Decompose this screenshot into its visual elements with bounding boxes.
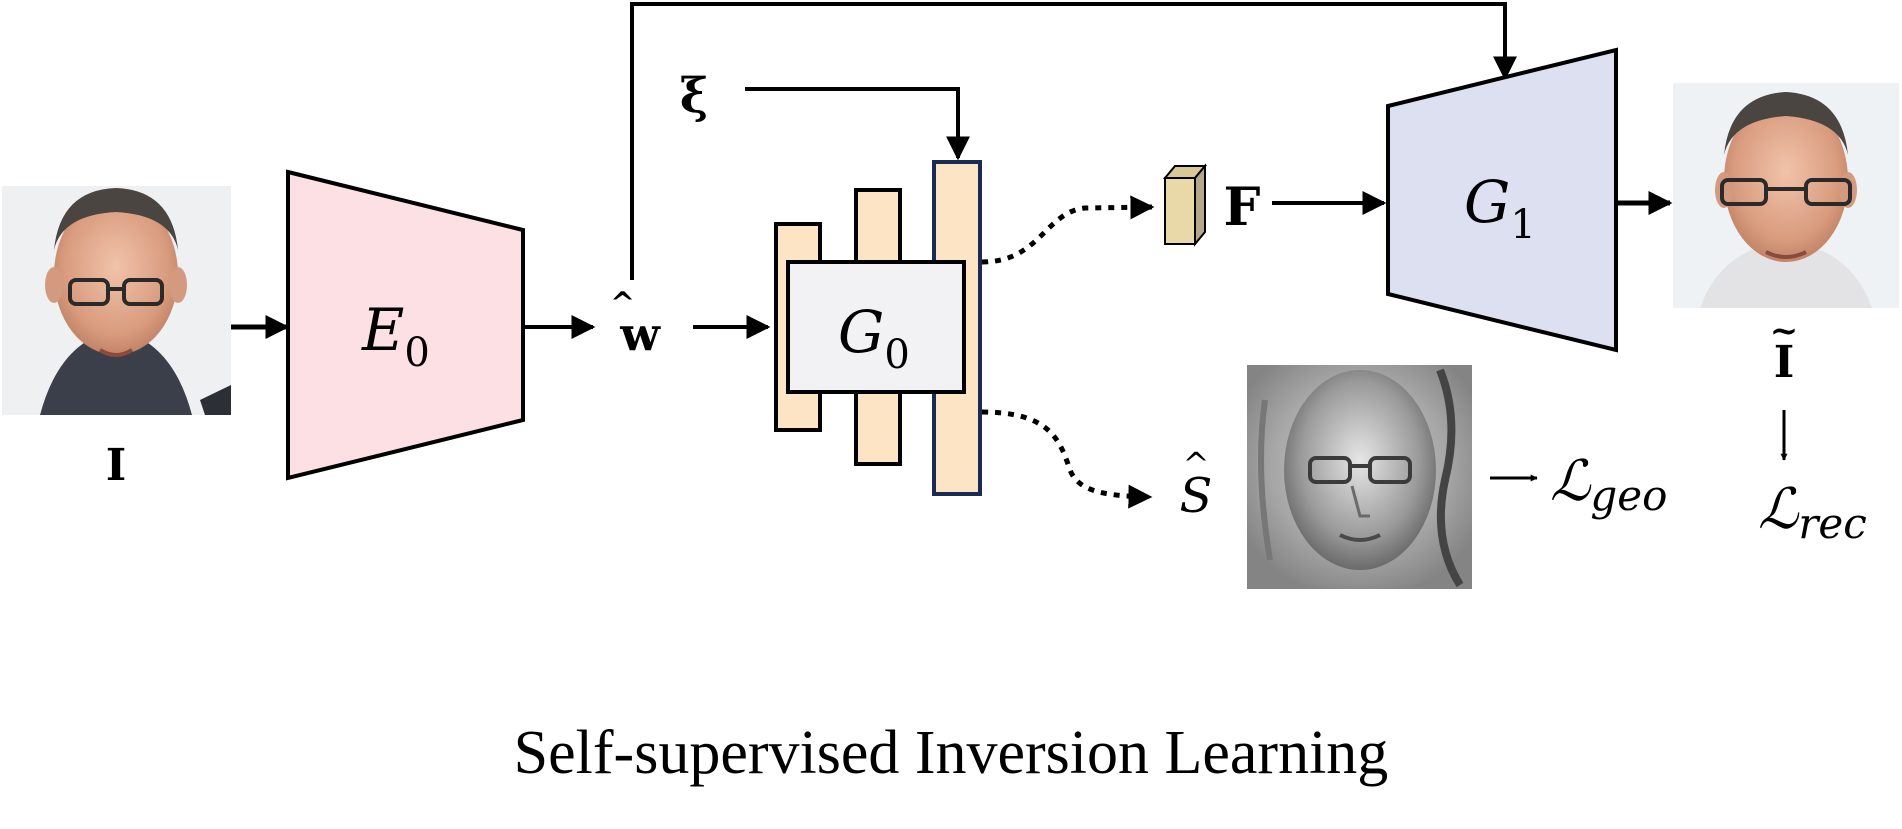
svg-text:S: S [1180,468,1213,524]
input-face-image [2,186,231,415]
latent-w-label: ^ w [610,286,661,361]
generator-g0 [786,260,966,394]
svg-text:^: ^ [610,286,635,321]
shape-render-image [1247,365,1472,589]
feature-label: F [1224,177,1261,238]
skip-connection-arrow [630,2,1517,280]
arrow-noise-to-bar [745,87,970,161]
dotted-arrow-to-feature [981,195,1155,265]
generator-g1-label: G1 [1464,168,1536,248]
svg-text:I: I [1774,337,1795,388]
diagram-caption: Self-supervised Inversion Learning [514,719,1389,787]
encoder-label: E0 [361,296,430,376]
output-image-label: ~ I [1770,311,1799,388]
noise-label: ξ [680,68,708,124]
input-image-label: I [106,440,127,491]
generator-g0-label: G0 [838,298,910,378]
encoder-e0 [286,169,525,481]
svg-text:^: ^ [1183,445,1210,483]
generator-g1 [1386,47,1618,353]
svg-text:~: ~ [1770,311,1799,351]
loss-rec-label: ℒrec [1758,477,1867,548]
output-face-image [1673,83,1899,308]
feature-block-icon [1162,163,1208,247]
loss-geo-label: ℒgeo [1550,449,1667,520]
shape-label: ^ S [1180,445,1213,524]
dotted-arrow-to-shape [981,409,1153,509]
svg-text:w: w [619,307,661,361]
